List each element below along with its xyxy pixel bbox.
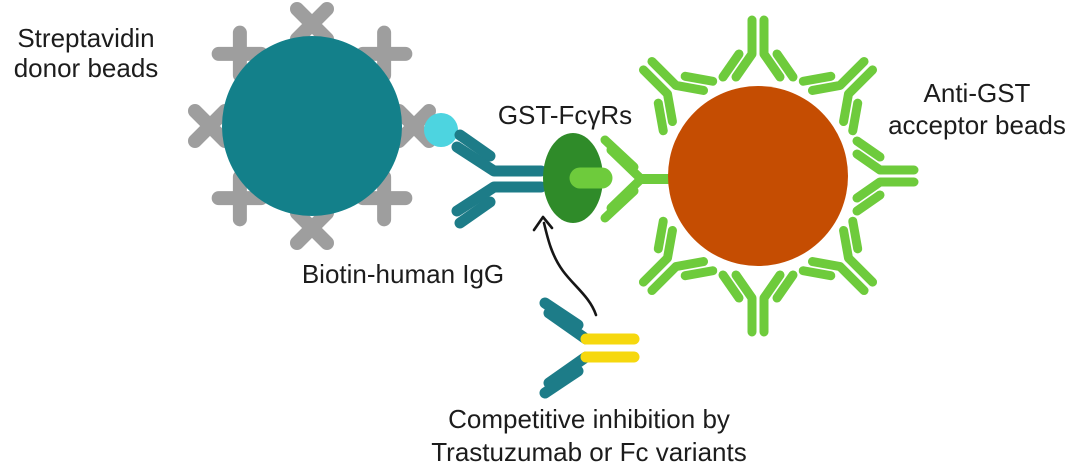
anti-gst-antibody-icon xyxy=(723,275,793,332)
igg-light-chain-top xyxy=(454,129,496,162)
anti-gst-antibody-binding-icon xyxy=(600,135,673,223)
labels: Streptavidin donor beads GST-FcγRs Anti-… xyxy=(14,23,1066,467)
streptavidin-knob-icon xyxy=(297,213,327,243)
biotin-human-igg-antibody-icon xyxy=(451,129,547,229)
trastuzumab-fc-variant-region xyxy=(580,333,640,363)
acceptor-beads-label-line1: Anti-GST xyxy=(924,78,1031,108)
acceptor-bead xyxy=(668,86,848,266)
caption-line2: Trastuzumab or Fc variants xyxy=(431,437,746,467)
biotin-igg-label: Biotin-human IgG xyxy=(302,259,504,289)
igg-light-chain-bottom xyxy=(454,196,496,229)
caption-line1: Competitive inhibition by xyxy=(448,404,730,434)
binding-ab-lc-top xyxy=(600,135,639,172)
igg-heavy-chain-bottom xyxy=(451,181,547,217)
igg-heavy-chain-top xyxy=(451,141,547,177)
trastuzumab-antibody-icon xyxy=(539,297,640,399)
streptavidin-knob-icon xyxy=(297,9,327,39)
trastuzumab-fab-region xyxy=(539,297,592,399)
trz-light-chain-top xyxy=(539,297,584,331)
inhibition-arrow-icon xyxy=(532,215,598,317)
trz-heavy-chain-bottom xyxy=(543,351,592,389)
anti-gst-antibody-icon xyxy=(857,141,914,211)
trz-heavy-chain-top xyxy=(543,307,592,345)
arrow-shaft xyxy=(542,221,598,317)
acceptor-bead-group xyxy=(600,20,914,332)
donor-beads-label-line1: Streptavidin xyxy=(17,23,154,53)
anti-gst-antibodies xyxy=(600,20,914,332)
streptavidin-donor-bead-group xyxy=(195,9,458,243)
biotin-icon xyxy=(424,113,458,147)
streptavidin-knob-icon xyxy=(195,111,225,141)
arrow-head xyxy=(532,215,554,232)
gst-fcgrs-label: GST-FcγRs xyxy=(498,100,632,130)
acceptor-beads-label-line2: acceptor beads xyxy=(888,110,1066,140)
donor-bead xyxy=(222,36,402,216)
anti-gst-antibody-icon xyxy=(723,20,793,77)
donor-beads-label-line2: donor beads xyxy=(14,53,159,83)
trz-light-chain-bottom xyxy=(539,365,584,399)
binding-ab-lc-bottom xyxy=(600,186,639,223)
